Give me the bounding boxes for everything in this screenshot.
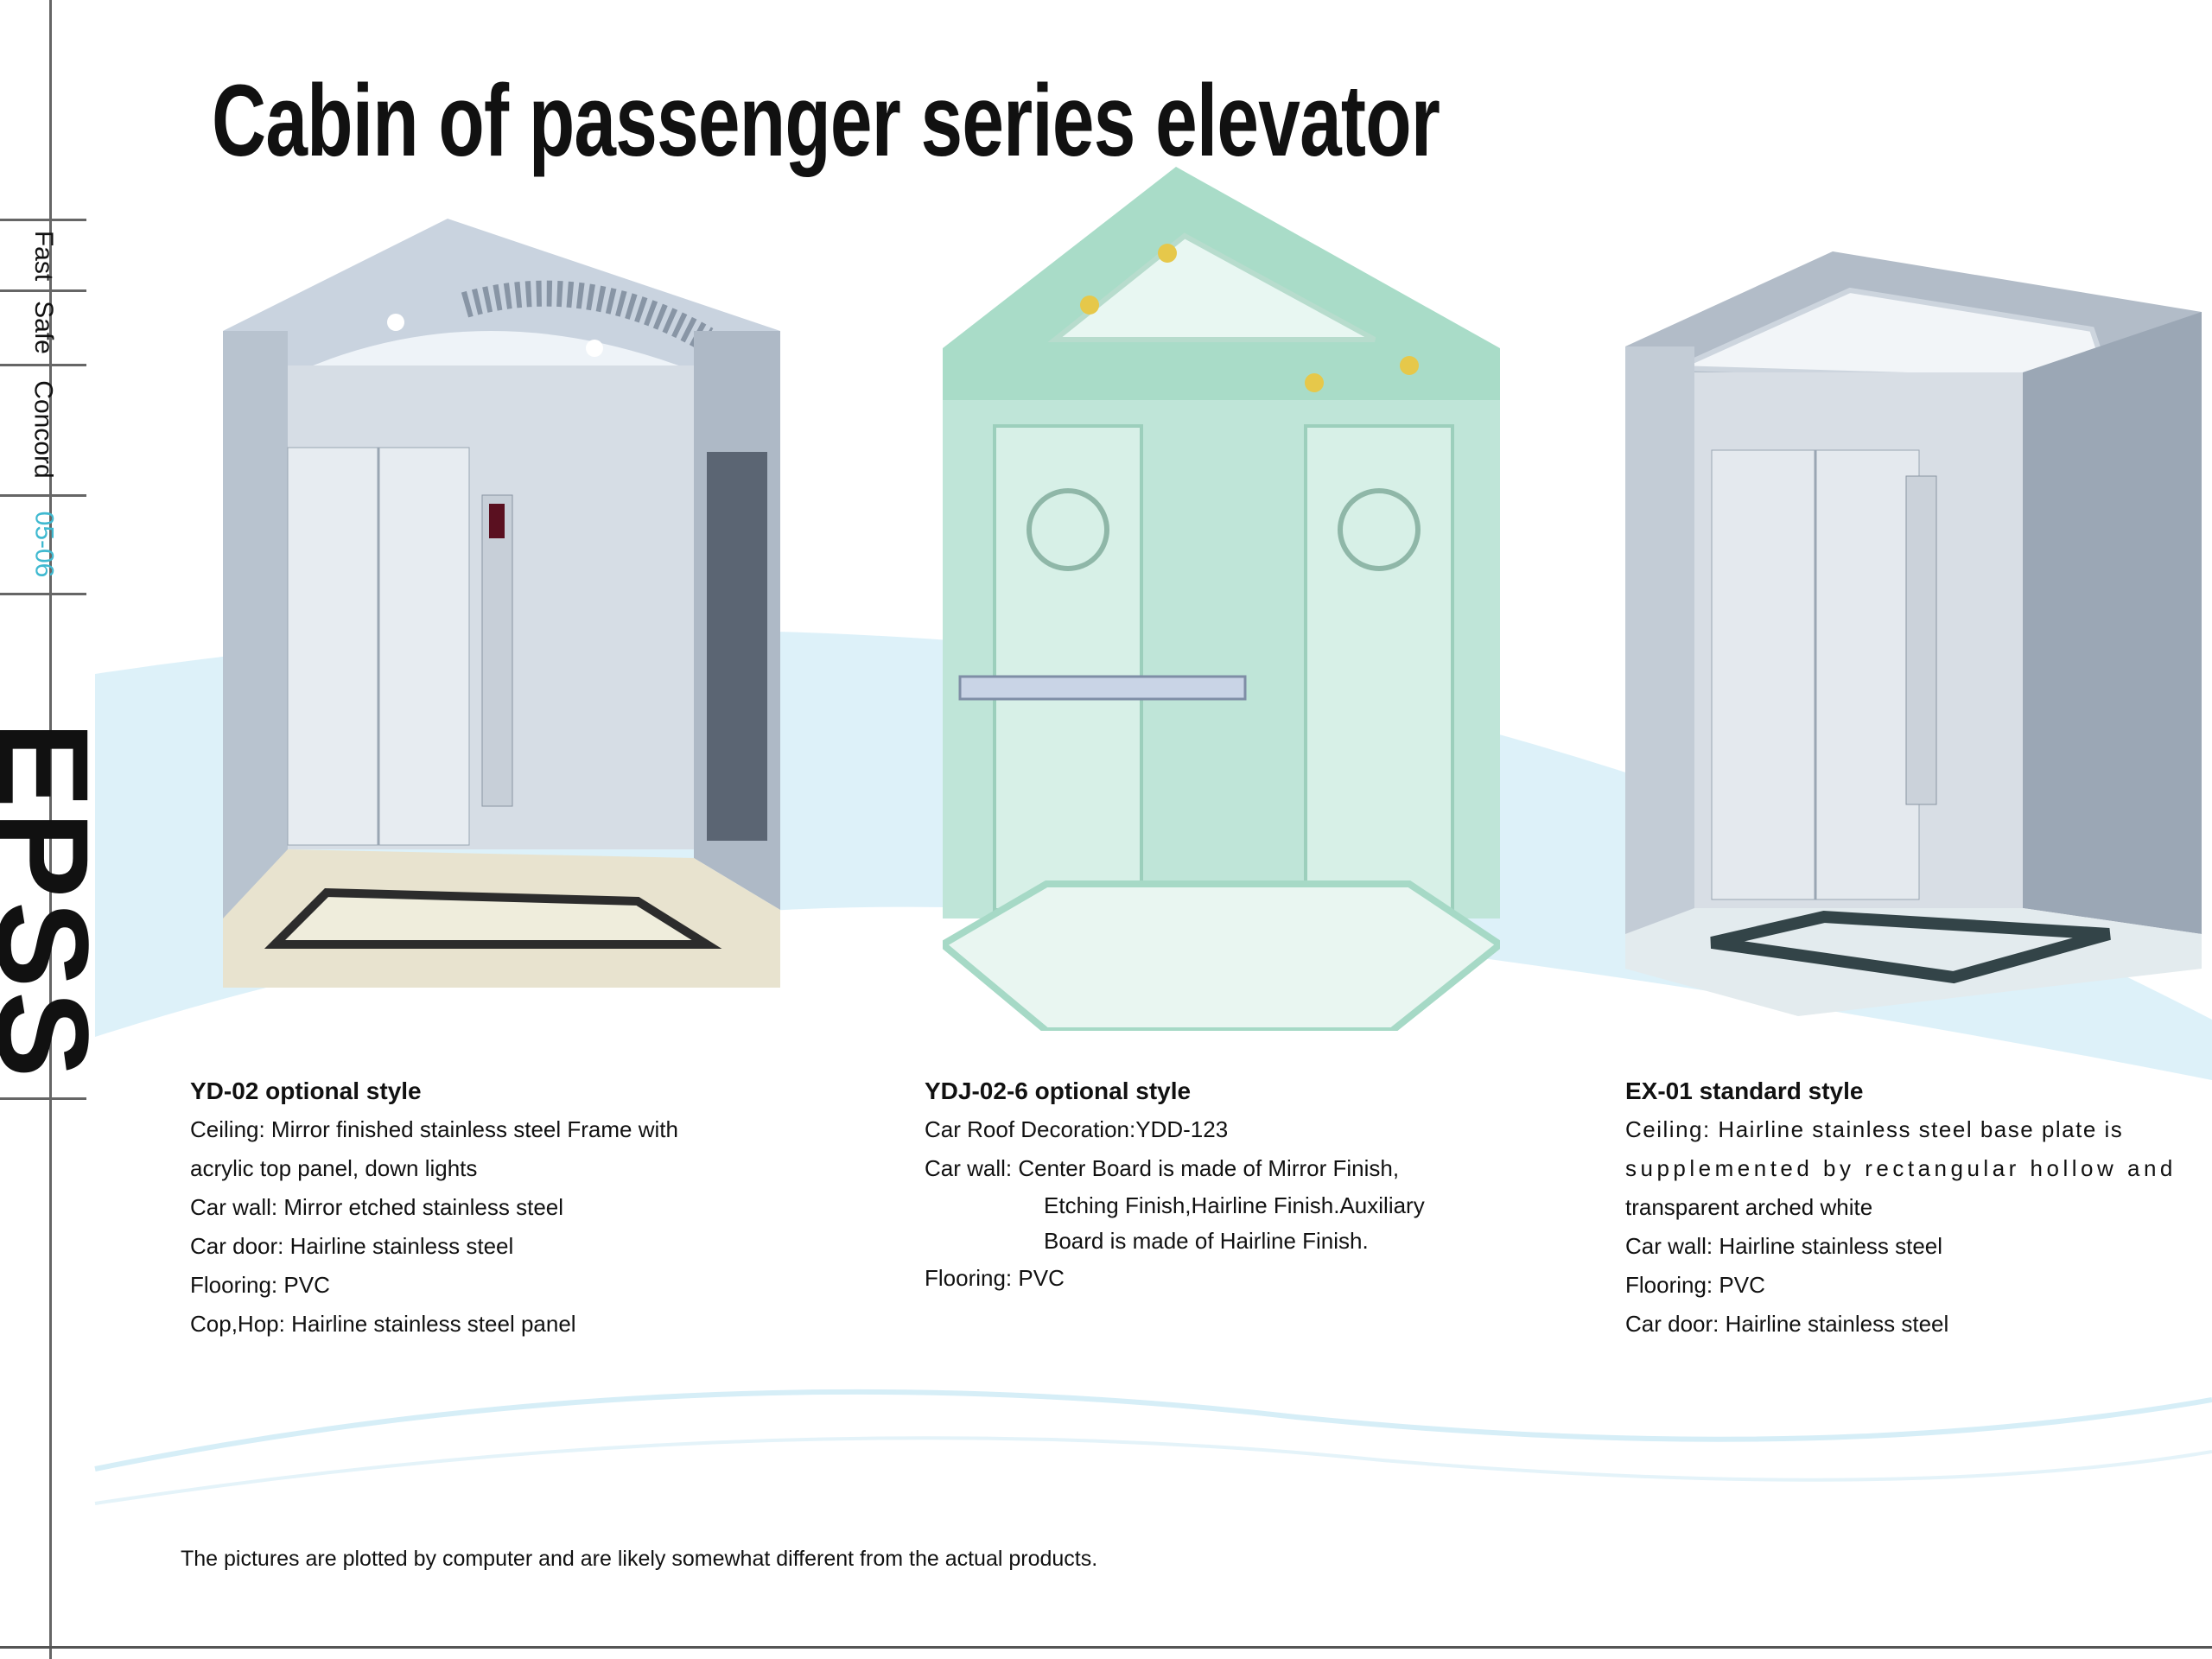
spec-line: supplemented by rectangular hollow and	[1625, 1155, 2177, 1181]
divider	[0, 219, 86, 221]
spec-line: Car wall: Center Board is made of Mirror…	[925, 1155, 1400, 1181]
tag-label: Safe	[29, 301, 58, 354]
spec-line: Flooring: PVC	[1625, 1272, 1765, 1298]
spec-line: Car wall: Mirror etched stainless steel	[190, 1194, 564, 1220]
cabin-heading: YD-02 optional style	[190, 1077, 422, 1104]
tag-fast: Fast	[26, 223, 60, 288]
spec-line: transparent arched white	[1625, 1194, 1873, 1220]
spec-line: Car door: Hairline stainless steel	[1625, 1311, 1949, 1337]
tag-label: Concord	[29, 380, 58, 479]
cabin-image-ydj-02-6	[943, 167, 1500, 1031]
page-range: 05-06	[26, 497, 60, 592]
spec-line: Car wall: Hairline stainless steel	[1625, 1233, 1943, 1259]
spec-line: Flooring: PVC	[190, 1272, 330, 1298]
spec-line: Flooring: PVC	[925, 1265, 1065, 1291]
tag-safe: Safe	[26, 292, 60, 363]
tag-label: Fast	[29, 230, 59, 281]
spec-line: Board is made of Hairline Finish.	[1044, 1228, 1369, 1254]
spec-line: Car Roof Decoration:YDD-123	[925, 1116, 1229, 1142]
cabin-image-yd-02	[223, 219, 780, 988]
cabin-spec-ex-01: EX-01 standard style Ceiling: Hairline s…	[1625, 1071, 2212, 1344]
page-title: Cabin of passenger series elevator	[212, 64, 1440, 178]
spec-line: acrylic top panel, down lights	[190, 1155, 478, 1181]
cabin-image-ex-01	[1625, 251, 2202, 1016]
divider	[0, 289, 86, 292]
brand-logo: EPSS	[0, 721, 116, 1082]
divider	[0, 1097, 86, 1100]
bottom-rule	[0, 1646, 2212, 1649]
tag-concord: Concord	[26, 366, 60, 493]
sidebar-rule	[49, 0, 52, 1659]
divider	[0, 364, 86, 366]
cabin-heading: YDJ-02-6 optional style	[925, 1077, 1192, 1104]
cabin-spec-ydj-02-6: YDJ-02-6 optional style Car Roof Decorat…	[925, 1071, 1425, 1298]
spec-line: Cop,Hop: Hairline stainless steel panel	[190, 1311, 576, 1337]
spec-line: Ceiling: Mirror finished stainless steel…	[190, 1116, 678, 1142]
spec-line: Etching Finish,Hairline Finish.Auxiliary	[1044, 1192, 1425, 1218]
divider	[0, 494, 86, 497]
footnote: The pictures are plotted by computer and…	[181, 1547, 1098, 1571]
spec-line: Car door: Hairline stainless steel	[190, 1233, 514, 1259]
page-range-label: 05-06	[29, 511, 59, 578]
cabin-heading: EX-01 standard style	[1625, 1077, 1864, 1104]
cabin-spec-yd-02: YD-02 optional style Ceiling: Mirror fin…	[190, 1071, 678, 1344]
spec-line: Ceiling: Hairline stainless steel base p…	[1625, 1116, 2124, 1142]
divider	[0, 593, 86, 595]
